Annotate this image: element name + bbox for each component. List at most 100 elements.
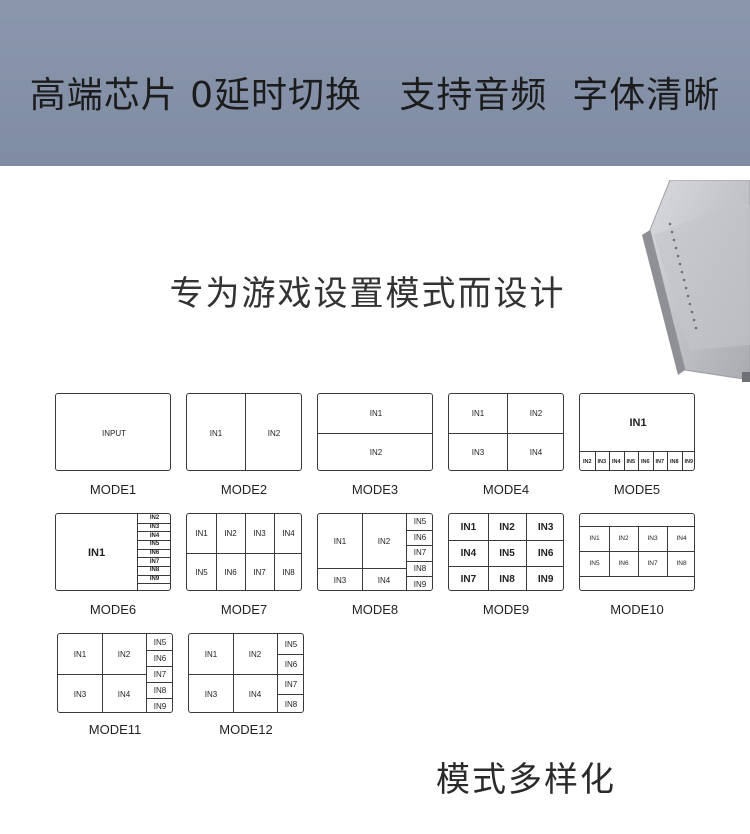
mode-12-layout: IN1 IN2 IN3 IN4 IN5 IN6 IN7 IN8 bbox=[188, 633, 304, 713]
mode-2-layout: IN1 IN2 bbox=[186, 393, 302, 471]
input-cell: IN1 bbox=[195, 529, 208, 538]
footer-caption: 模式多样化 bbox=[436, 760, 616, 800]
input-cell: IN8 bbox=[499, 573, 515, 585]
input-cell: IN4 bbox=[377, 575, 391, 585]
input-cell: IN5 bbox=[284, 639, 298, 649]
input-cell: IN7 bbox=[647, 560, 658, 567]
input-cell: IN2 bbox=[529, 409, 543, 418]
input-cell: IN1 bbox=[369, 409, 383, 418]
input-cell: IN1 bbox=[73, 649, 87, 659]
mode-6-layout: IN1 IN2 IN3 IN4 IN5 IN6 IN7 IN8 IN9 bbox=[55, 513, 171, 591]
mode-5-layout: IN1 IN2 IN3 IN4 IN5 IN6 IN7 IN8 IN9 bbox=[579, 393, 695, 471]
input-cell: IN4 bbox=[529, 448, 543, 457]
input-cell: IN6 bbox=[149, 550, 160, 557]
device-image bbox=[642, 180, 750, 382]
input-cell: IN2 bbox=[618, 535, 629, 542]
input-cell: IN1 bbox=[87, 547, 106, 559]
input-cell: IN2 bbox=[248, 649, 262, 659]
input-cell: IN7 bbox=[655, 458, 665, 465]
mode-5-label: MODE5 bbox=[613, 482, 661, 497]
mode-12-label: MODE12 bbox=[219, 722, 273, 737]
input-cell: IN6 bbox=[537, 547, 554, 559]
input-cell: IN2 bbox=[267, 428, 281, 438]
input-cell: IN2 bbox=[377, 536, 391, 546]
input-cell: IN9 bbox=[537, 573, 554, 585]
mode-11-label: MODE11 bbox=[88, 722, 142, 737]
input-cell: IN8 bbox=[149, 567, 160, 574]
input-cell: IN2 bbox=[369, 448, 383, 457]
input-cell: IN8 bbox=[282, 568, 295, 577]
input-cell: IN5 bbox=[589, 560, 600, 567]
input-cell: IN6 bbox=[224, 568, 237, 577]
input-cell: IN3 bbox=[471, 448, 485, 457]
input-cell: IN9 bbox=[413, 579, 427, 589]
input-cell: IN6 bbox=[153, 653, 167, 663]
mode-8-label: MODE8 bbox=[351, 602, 399, 617]
top-banner: 高端芯片 0延时切换 支持音频 字体清晰 bbox=[0, 0, 750, 166]
input-cell: IN8 bbox=[413, 564, 427, 574]
mode-10-layout: IN1 IN2 IN3 IN4 IN5 IN6 IN7 IN8 bbox=[579, 513, 695, 591]
input-cell: IN3 bbox=[204, 689, 218, 699]
input-cell: IN1 bbox=[589, 535, 600, 542]
input-cell: IN3 bbox=[333, 575, 347, 585]
input-cell: IN7 bbox=[460, 573, 477, 585]
input-cell: IN5 bbox=[149, 541, 160, 548]
input-cell: IN7 bbox=[253, 568, 266, 577]
input-cell: IN2 bbox=[499, 521, 515, 533]
input-cell: IN4 bbox=[460, 547, 477, 559]
input-cell: IN2 bbox=[224, 529, 237, 538]
section-subtitle: 专为游戏设置模式而设计 bbox=[169, 274, 566, 314]
input-cell: IN4 bbox=[611, 458, 621, 465]
input-cell: IN5 bbox=[195, 568, 208, 577]
input-cell: IN2 bbox=[117, 649, 131, 659]
input-cell: IN9 bbox=[153, 701, 167, 711]
input-cell: IN3 bbox=[597, 458, 607, 465]
input-cell: IN3 bbox=[149, 524, 160, 531]
input-cell: IN8 bbox=[284, 699, 298, 709]
mode-4-label: MODE4 bbox=[482, 482, 530, 497]
mode-3-label: MODE3 bbox=[351, 482, 399, 497]
input-cell: IN7 bbox=[413, 548, 427, 558]
input-cell: IN5 bbox=[413, 517, 427, 527]
input-cell: IN8 bbox=[669, 458, 679, 465]
input-cell: IN9 bbox=[684, 458, 694, 465]
input-cell: IN1 bbox=[333, 536, 347, 546]
input-cell: IN6 bbox=[640, 458, 650, 465]
input-cell: IN5 bbox=[499, 547, 515, 559]
input-cell: IN2 bbox=[582, 458, 592, 465]
mode-9-label: MODE9 bbox=[482, 602, 530, 617]
mode-7-layout: IN1 IN2 IN3 IN4 IN5 IN6 IN7 IN8 bbox=[186, 513, 302, 591]
mode-7-label: MODE7 bbox=[220, 602, 268, 617]
input-cell: IN4 bbox=[676, 535, 687, 542]
mode-4-layout: IN1 IN2 IN3 IN4 bbox=[448, 393, 564, 471]
input-cell: IN4 bbox=[117, 689, 131, 699]
input-cell: IN4 bbox=[149, 532, 160, 539]
input-cell: IN1 bbox=[204, 649, 218, 659]
mode-10-label: MODE10 bbox=[610, 602, 664, 617]
banner-title: 高端芯片 0延时切换 支持音频 字体清晰 bbox=[29, 75, 721, 116]
input-cell: IN2 bbox=[149, 515, 160, 522]
input-cell: IN7 bbox=[153, 669, 167, 679]
mode-1-label: MODE1 bbox=[89, 482, 137, 497]
input-cell: INPUT bbox=[102, 428, 126, 438]
mode-8-layout: IN1 IN2 IN3 IN4 IN5 IN6 IN7 IN8 IN9 bbox=[317, 513, 433, 591]
input-cell: IN1 bbox=[629, 416, 647, 429]
input-cell: IN6 bbox=[284, 659, 298, 669]
input-cell: IN7 bbox=[149, 558, 160, 565]
input-cell: IN9 bbox=[149, 576, 160, 583]
input-cell: IN3 bbox=[73, 689, 87, 699]
input-cell: IN7 bbox=[284, 679, 298, 689]
input-cell: IN5 bbox=[626, 458, 636, 465]
input-cell: IN6 bbox=[413, 532, 427, 542]
input-cell: IN8 bbox=[153, 685, 167, 695]
input-cell: IN1 bbox=[209, 428, 223, 438]
mode-11-layout: IN1 IN2 IN3 IN4 IN5 IN6 IN7 IN8 IN9 bbox=[57, 633, 173, 713]
input-cell: IN1 bbox=[460, 521, 477, 533]
input-cell: IN3 bbox=[647, 535, 658, 542]
input-cell: IN5 bbox=[153, 637, 167, 647]
mode-6-label: MODE6 bbox=[89, 602, 137, 617]
input-cell: IN3 bbox=[537, 521, 554, 533]
input-cell: IN3 bbox=[253, 529, 266, 538]
mode-2-label: MODE2 bbox=[220, 482, 268, 497]
mode-9-layout: IN1 IN2 IN3 IN4 IN5 IN6 IN7 IN8 IN9 bbox=[448, 513, 564, 591]
